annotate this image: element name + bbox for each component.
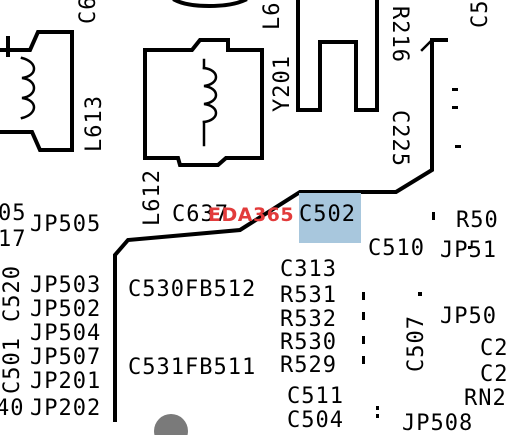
label-jp503: JP503 [30, 273, 102, 298]
pad-mark [362, 312, 365, 320]
label-c2-upper: C2 [480, 336, 508, 361]
pad-mark [452, 88, 458, 91]
pad-mark [452, 106, 458, 109]
label-c507: C507 [404, 315, 429, 372]
label-jp507: JP507 [30, 345, 102, 370]
outline-l612 [143, 38, 264, 167]
inductor-coil-l612 [202, 66, 218, 124]
label-c502: C502 [299, 202, 356, 227]
via-dot [154, 414, 188, 435]
pad-mark [362, 356, 365, 364]
trace-main [113, 38, 448, 422]
label-jp504: JP504 [30, 321, 102, 346]
label-r529: R529 [280, 353, 337, 378]
outline-l613 [0, 30, 74, 152]
pad-mark [376, 406, 379, 410]
label-05: 05 [0, 201, 27, 226]
label-l613: L613 [82, 95, 107, 152]
pad-mark [362, 336, 365, 344]
outline-y201 [296, 0, 379, 112]
pad-mark [455, 145, 461, 148]
pad-mark [376, 414, 379, 418]
trace-stub [420, 40, 432, 52]
label-r531: R531 [280, 283, 337, 308]
label-c530fb512: C530FB512 [128, 277, 257, 302]
label-r216: R216 [387, 6, 412, 63]
label-y201: Y201 [270, 55, 295, 112]
label-r532: R532 [280, 307, 337, 332]
label-jp502: JP502 [30, 297, 102, 322]
label-jp505: JP505 [30, 212, 102, 237]
label-c6: C6 [76, 0, 101, 24]
watermark: EDA365 [208, 204, 295, 226]
label-c501: C501 [0, 337, 25, 394]
pad-mark [468, 246, 471, 249]
label-r530: R530 [280, 330, 337, 355]
label-c637: C637 [172, 202, 229, 227]
label-17: 17 [0, 227, 27, 252]
label-c531fb511: C531FB511 [128, 355, 257, 380]
label-jp51: JP51 [440, 238, 497, 263]
label-c520: C520 [0, 265, 25, 322]
label-c313: C313 [280, 257, 337, 282]
label-jp50: JP50 [440, 304, 497, 329]
label-c504: C504 [287, 408, 344, 433]
label-jp201: JP201 [30, 369, 102, 394]
pad-mark [362, 292, 365, 300]
pad-mark [432, 212, 435, 220]
inductor-coil-l613 [20, 56, 36, 120]
highlight-box-c502 [299, 193, 361, 243]
label-l612: L612 [140, 169, 165, 226]
label-rn2: RN2 [464, 386, 507, 411]
label-l6: L6 [260, 1, 285, 31]
label-c510: C510 [368, 236, 425, 261]
component-arc-top [172, 0, 248, 8]
label-40: 40 [0, 396, 25, 421]
label-c511: C511 [287, 384, 344, 409]
label-c2-lower: C2 [480, 362, 508, 387]
label-c225: C225 [387, 110, 412, 167]
label-jp508: JP508 [402, 411, 474, 436]
label-jp202: JP202 [30, 396, 102, 421]
label-c5: C5 [468, 0, 493, 28]
label-r50: R50 [456, 208, 499, 233]
pad-mark [418, 292, 422, 296]
